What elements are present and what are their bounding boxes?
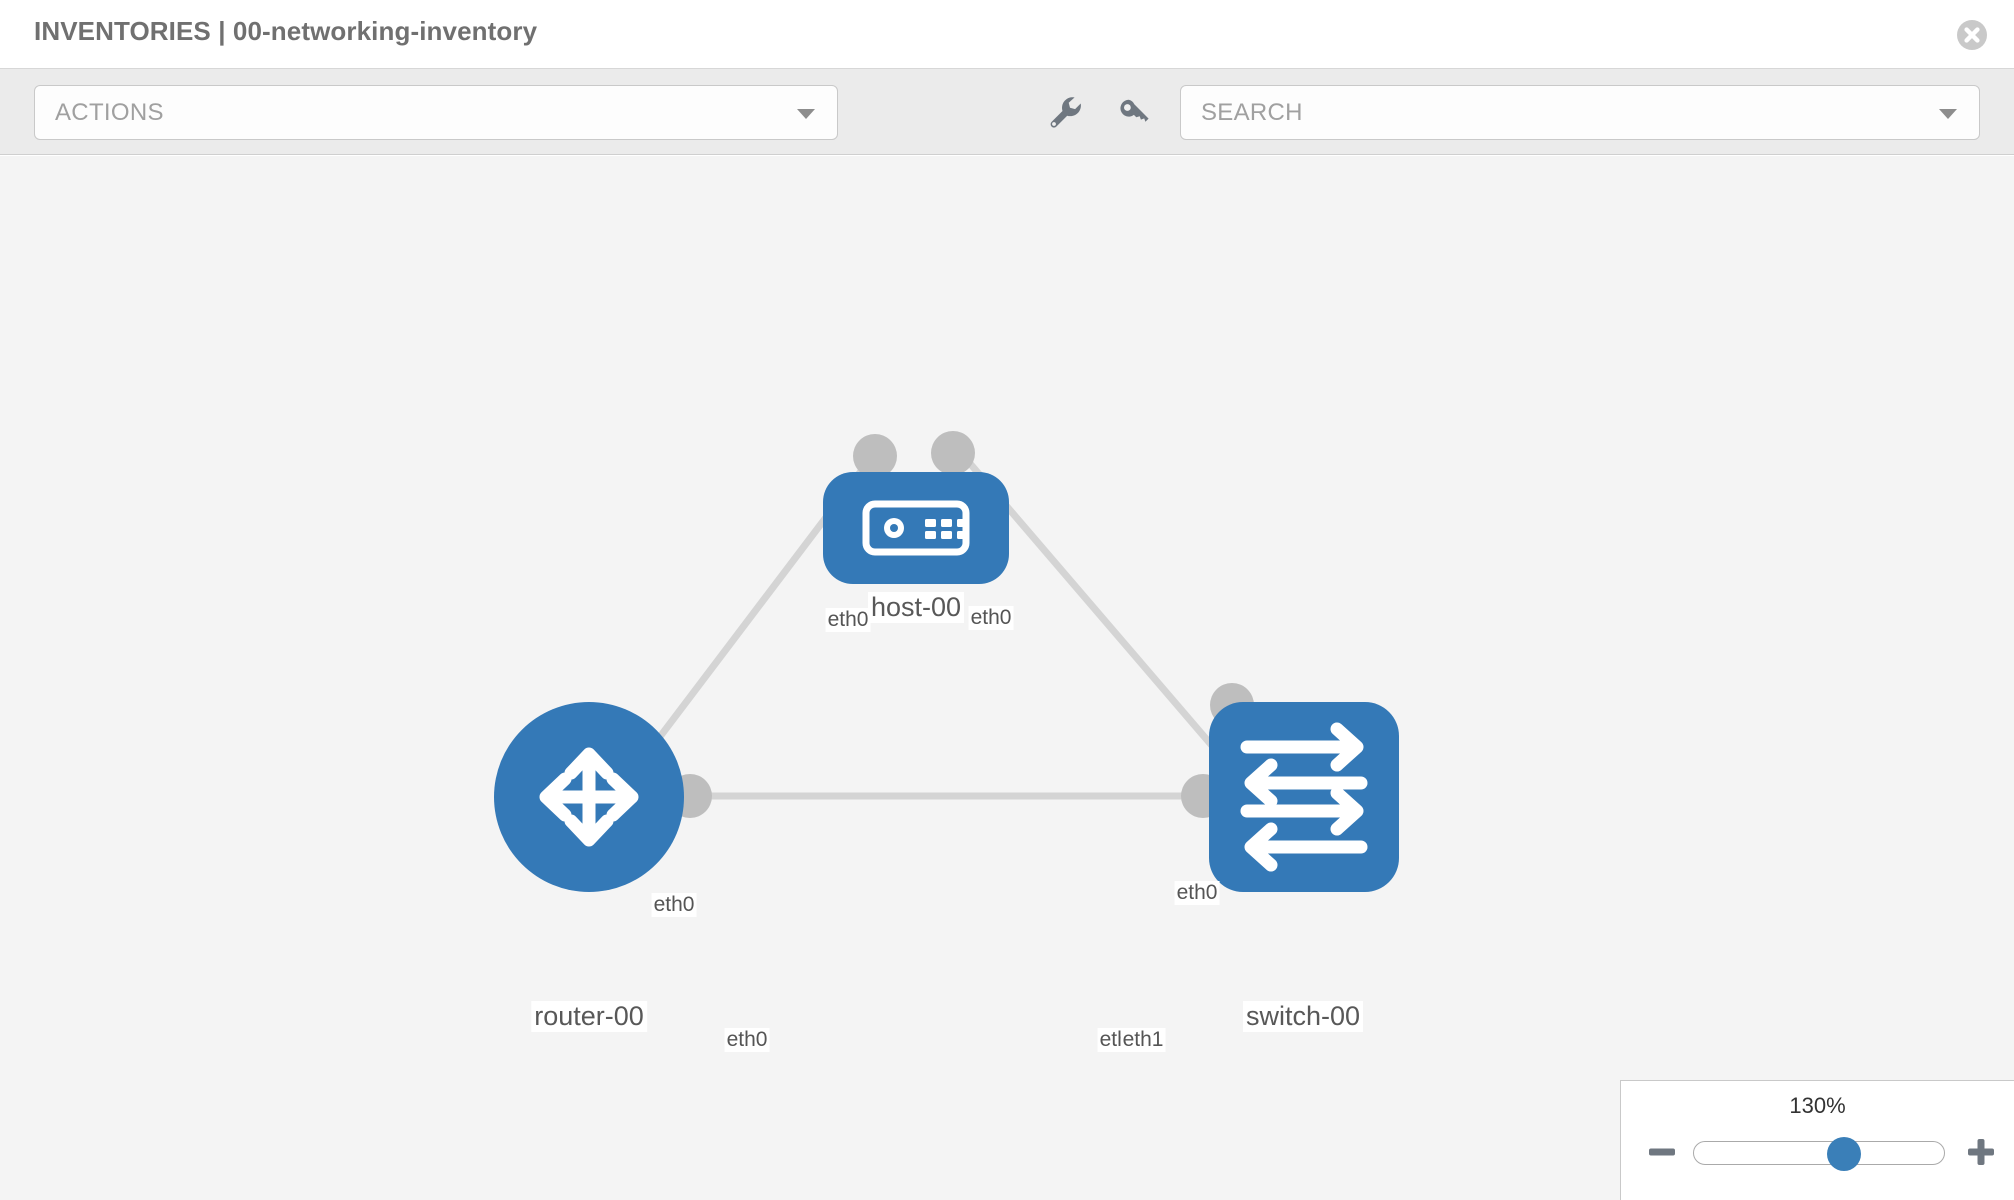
page-header: INVENTORIES | 00-networking-inventory [0,0,2014,69]
wrench-icon[interactable] [1046,93,1084,131]
topology-canvas[interactable]: host-00 router-00 switch-00 eth0 eth0 et… [0,156,2014,1200]
zoom-slider-thumb[interactable] [1827,1137,1861,1171]
zoom-control-panel: 130% [1620,1080,2014,1200]
zoom-level-label: 130% [1789,1093,1846,1118]
node-router-00 [494,702,684,892]
plus-icon[interactable] [1964,1135,1998,1169]
minus-icon[interactable] [1645,1135,1679,1169]
connector-host-right [931,431,975,475]
edge-label-host-eth0-right: eth0 [968,606,1014,630]
page-title: INVENTORIES | 00-networking-inventory [34,16,538,46]
chevron-down-icon [797,108,815,119]
edge-label-router-eth0-up: eth0 [651,893,697,917]
zoom-slider-row [1621,1133,2014,1175]
search-placeholder: SEARCH [1201,99,1303,126]
node-switch-00 [1209,702,1399,892]
edge-label-switch-eth1-left: eth1 [1120,1028,1166,1052]
zoom-slider[interactable] [1693,1137,1945,1171]
actions-dropdown[interactable]: ACTIONS [34,85,838,140]
node-label-router-00: router-00 [531,1001,647,1032]
toolbar: ACTIONS SEARCH [0,69,2014,155]
node-label-switch-00: switch-00 [1242,1001,1364,1032]
connector-host-left [853,434,897,478]
key-icon[interactable] [1114,93,1152,131]
topology-graph [494,431,1399,892]
actions-dropdown-label: ACTIONS [55,99,164,126]
node-host-00 [823,472,1009,584]
chevron-down-icon [1939,108,1957,119]
search-input[interactable]: SEARCH [1180,85,1980,140]
edge-label-host-eth0-left: eth0 [825,608,871,632]
edge-label-router-eth0-right: eth0 [724,1028,770,1052]
edge-label-switch-eth0-up: eth0 [1174,881,1220,905]
node-label-host-00: host-00 [867,592,965,623]
close-icon[interactable] [1955,18,1989,52]
